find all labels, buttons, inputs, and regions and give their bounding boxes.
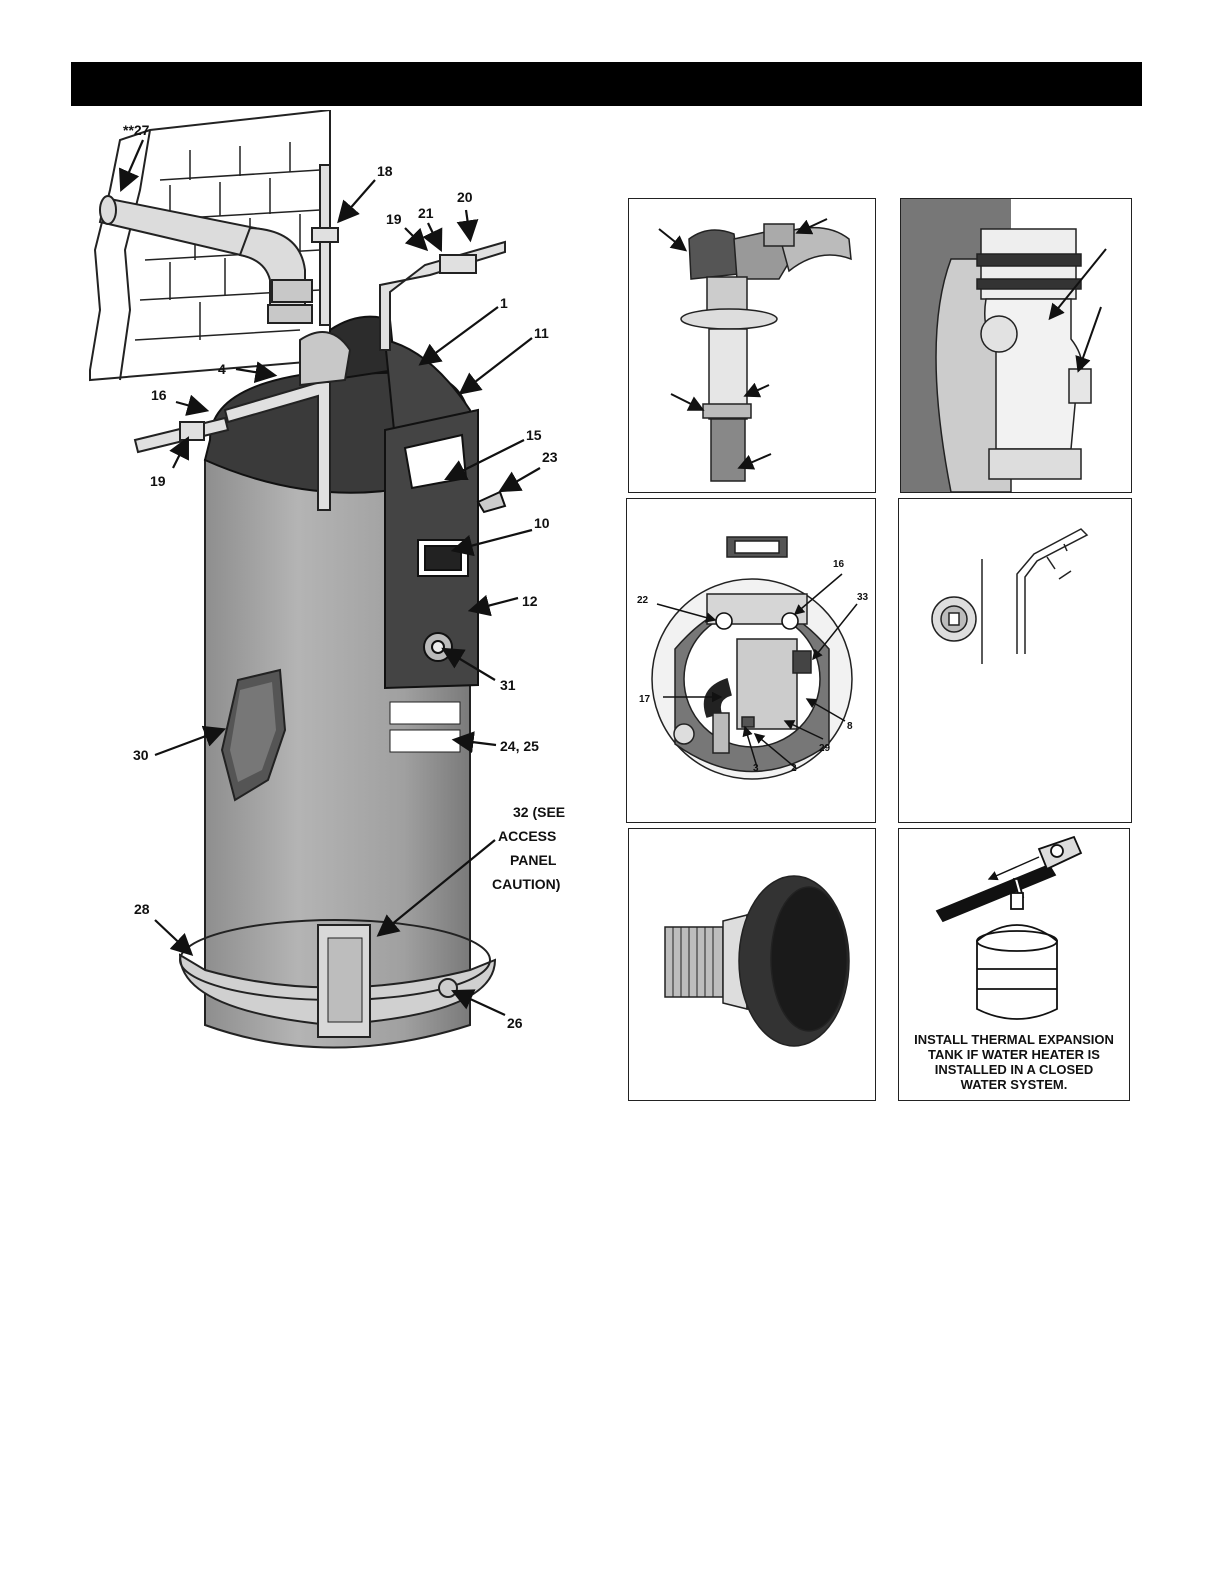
top-view-drawing: 16 22 33 17 8 29 3 2 xyxy=(627,499,875,822)
label-10: 10 xyxy=(534,515,550,531)
label-30: 30 xyxy=(133,747,149,763)
caption-line-2: TANK IF WATER HEATER IS xyxy=(899,1047,1129,1062)
expansion-tank-drawing xyxy=(899,829,1129,1029)
label-20: 20 xyxy=(457,189,473,205)
blower-assembly-panel xyxy=(628,198,876,493)
topview-label-33: 33 xyxy=(857,592,869,603)
label-32-line2: ACCESS xyxy=(498,828,556,844)
top-view-panel: 16 22 33 17 8 29 3 2 xyxy=(626,498,876,823)
label-23: 23 xyxy=(542,449,558,465)
vent-adapter-drawing xyxy=(901,199,1131,492)
header-bar xyxy=(71,62,1142,106)
label-4: 4 xyxy=(218,361,226,377)
topview-label-17: 17 xyxy=(639,694,651,705)
label-12: 12 xyxy=(522,593,538,609)
label-11: 11 xyxy=(534,325,549,341)
anode-bracket-drawing xyxy=(899,499,1131,822)
blower-assembly-drawing xyxy=(629,199,875,492)
water-heater-diagram: **27 18 19 21 20 1 11 4 16 19 15 23 10 1… xyxy=(0,110,600,1090)
label-18: 18 xyxy=(377,163,393,179)
label-21: 21 xyxy=(418,205,434,221)
label-32-line1: 32 (SEE xyxy=(513,804,565,820)
topview-label-16: 16 xyxy=(833,559,845,570)
label-15: 15 xyxy=(526,427,542,443)
caption-line-1: INSTALL THERMAL EXPANSION xyxy=(899,1032,1129,1047)
label-32-line3: PANEL xyxy=(510,852,557,868)
label-27: **27 xyxy=(123,122,150,138)
label-19-bottom: 19 xyxy=(150,473,166,489)
vent-adapter-panel xyxy=(900,198,1132,493)
expansion-tank-panel: INSTALL THERMAL EXPANSION TANK IF WATER … xyxy=(898,828,1130,1101)
anode-bracket-panel xyxy=(898,498,1132,823)
caption-line-4: WATER SYSTEM. xyxy=(899,1077,1129,1092)
fitting-panel xyxy=(628,828,876,1101)
label-16: 16 xyxy=(151,387,167,403)
label-32-line4: CAUTION) xyxy=(492,876,560,892)
topview-label-29: 29 xyxy=(819,743,831,754)
label-19-top: 19 xyxy=(386,211,402,227)
label-24-25: 24, 25 xyxy=(500,738,539,754)
label-31: 31 xyxy=(500,677,516,693)
label-28: 28 xyxy=(134,901,150,917)
expansion-tank-caption: INSTALL THERMAL EXPANSION TANK IF WATER … xyxy=(899,1032,1129,1092)
topview-label-3: 3 xyxy=(753,763,759,774)
topview-label-22: 22 xyxy=(637,595,649,606)
label-1: 1 xyxy=(500,295,508,311)
topview-label-8: 8 xyxy=(847,721,853,732)
topview-label-2: 2 xyxy=(791,763,797,774)
fitting-drawing xyxy=(629,829,875,1100)
label-26: 26 xyxy=(507,1015,523,1031)
caption-line-3: INSTALLED IN A CLOSED xyxy=(899,1062,1129,1077)
